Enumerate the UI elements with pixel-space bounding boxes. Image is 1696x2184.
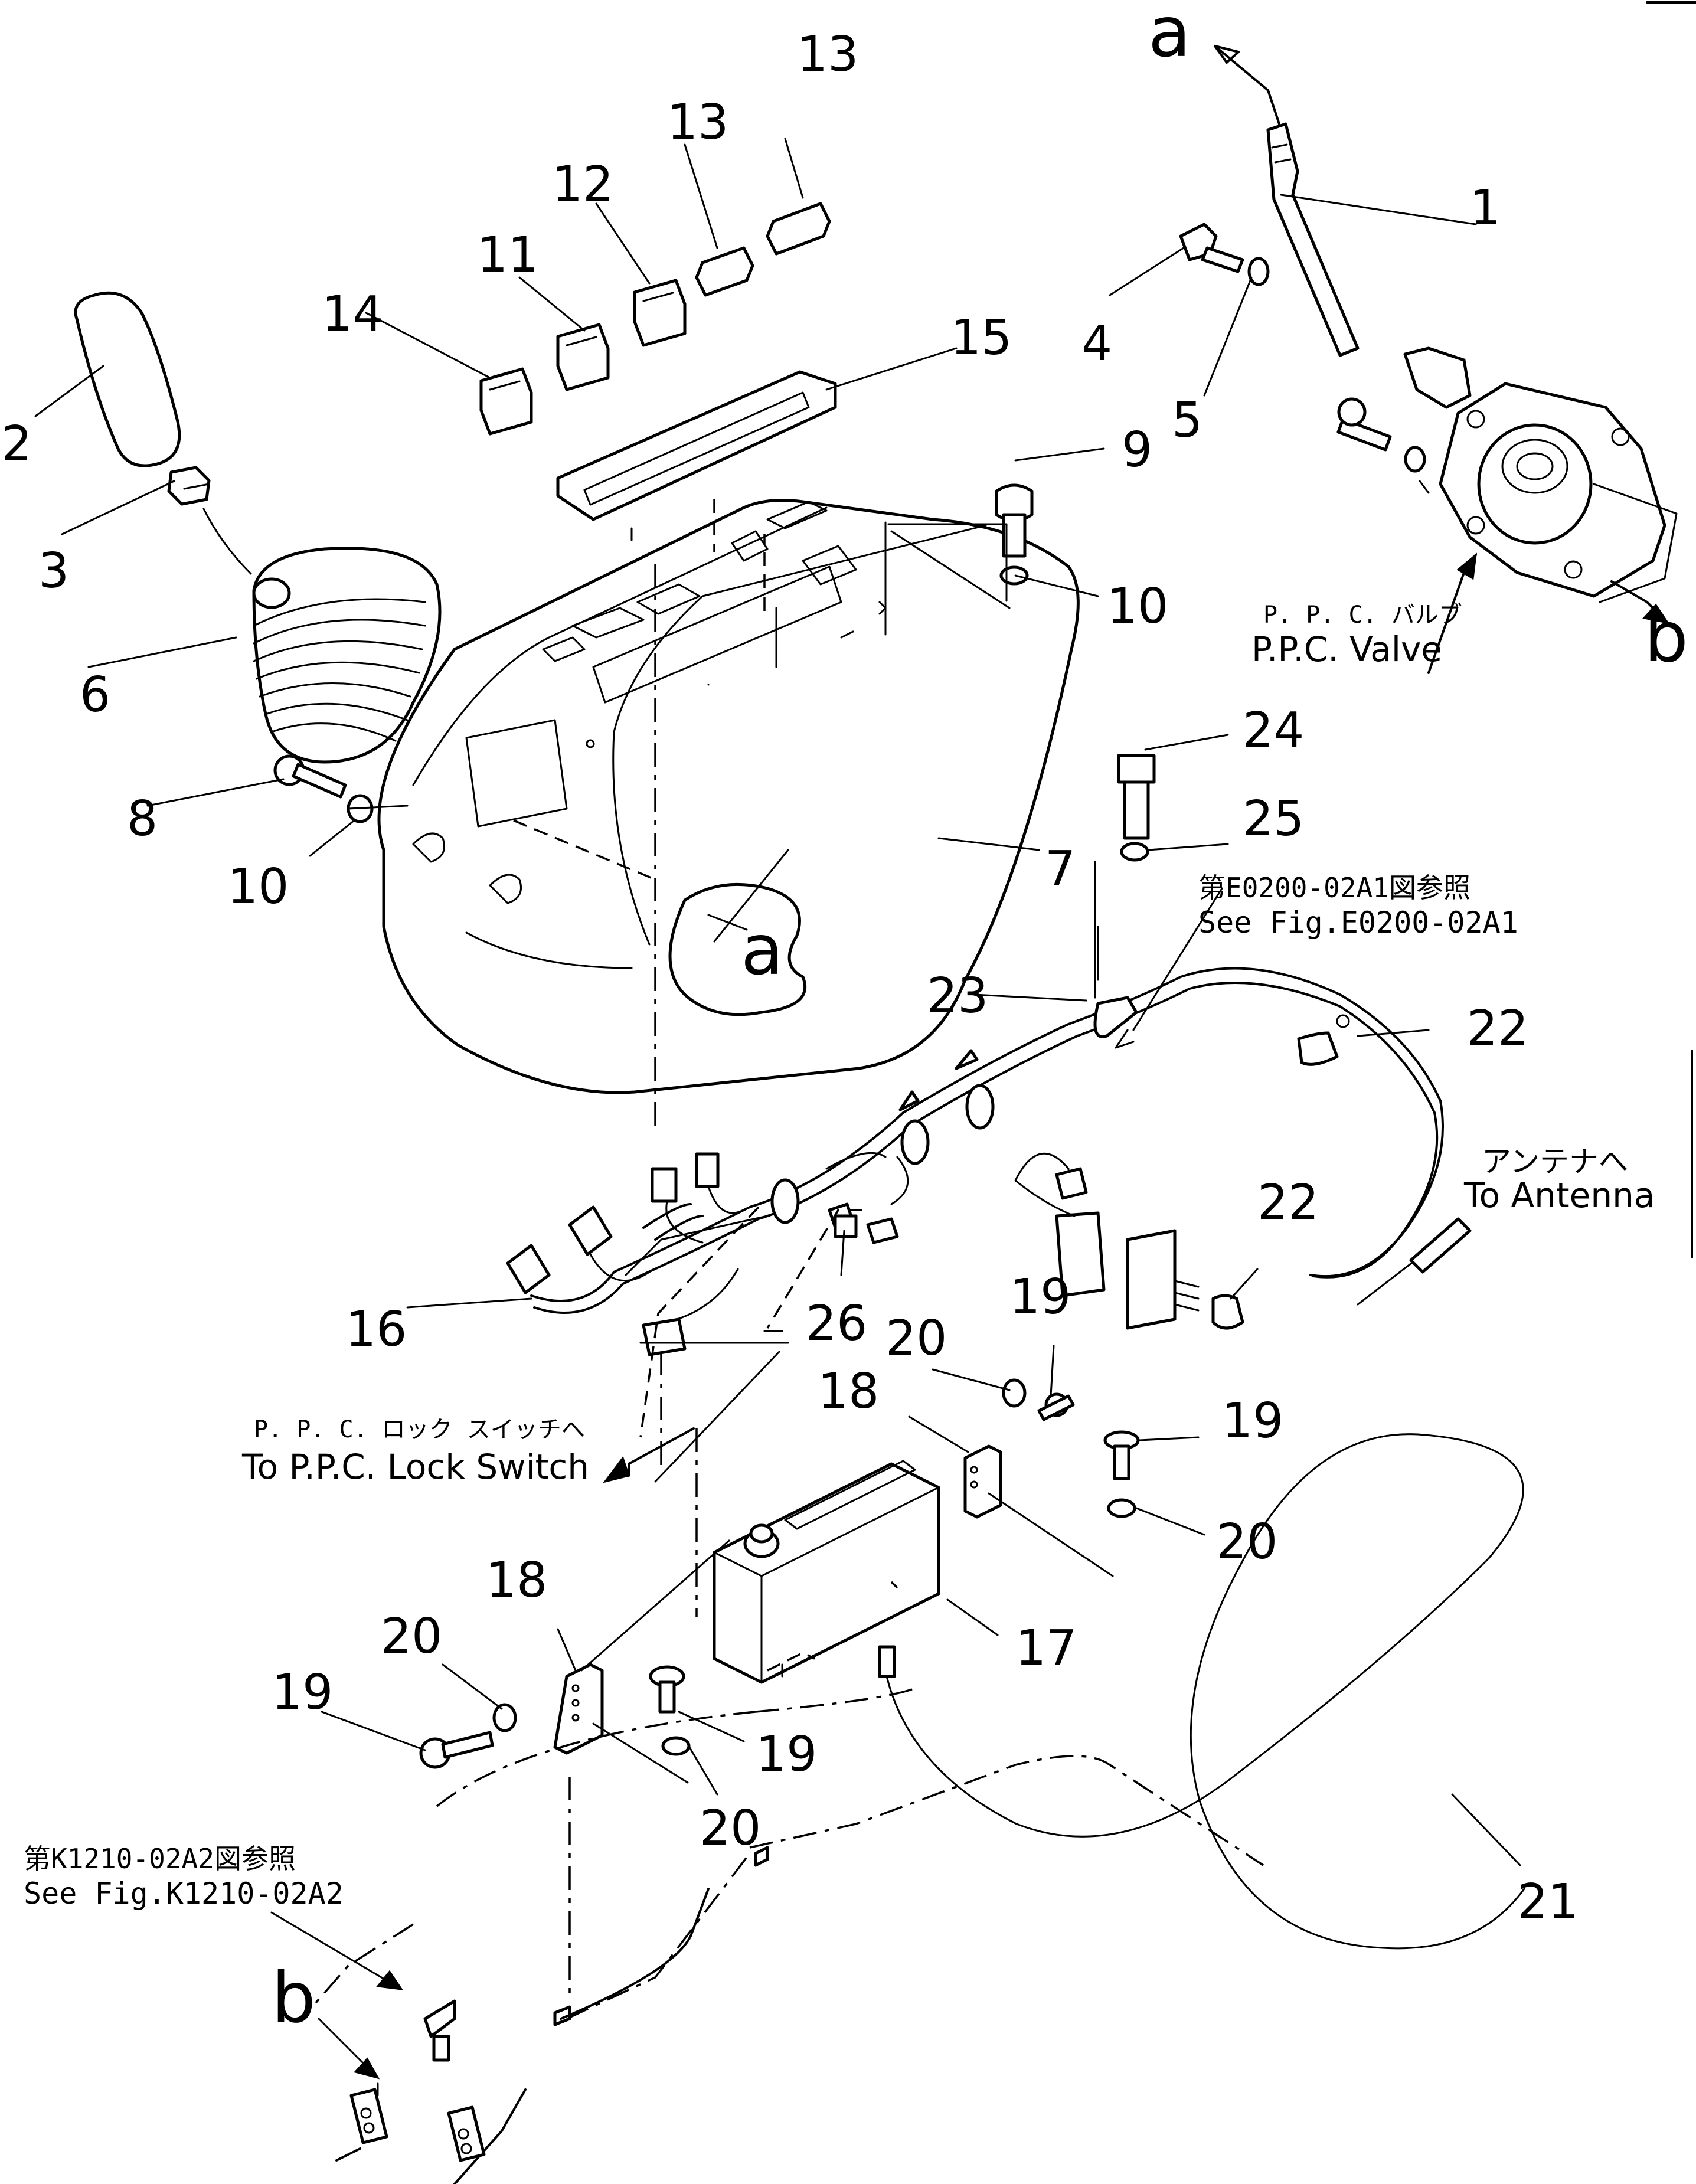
label-part-8: 8 <box>127 791 158 847</box>
label-part-7: 7 <box>1045 841 1076 897</box>
label-part-21: 21 <box>1517 1874 1579 1930</box>
washer-20d <box>661 1736 691 1756</box>
label-part-23: 23 <box>927 968 988 1024</box>
label-part-19a: 19 <box>1009 1269 1071 1325</box>
label-part-13b: 13 <box>797 27 858 83</box>
label-connection-a-body: a <box>741 909 783 990</box>
label-part-14: 14 <box>322 286 383 342</box>
note-antenna-jp: アンテナへ <box>1482 1145 1628 1179</box>
wire-harness <box>506 967 1444 1356</box>
lever-nut <box>167 466 211 506</box>
rocker-switch-11 <box>556 323 610 391</box>
antenna-cable <box>878 1217 1525 1950</box>
label-part-19d: 19 <box>756 1727 817 1783</box>
washer-10-top <box>999 565 1029 586</box>
label-connection-b-valve: b <box>1644 596 1688 678</box>
bracket-18-right <box>963 1444 1002 1519</box>
label-part-22b: 22 <box>1257 1175 1319 1231</box>
switch-bezel <box>556 370 837 541</box>
label-part-18a: 18 <box>818 1364 879 1420</box>
label-part-26: 26 <box>806 1296 867 1352</box>
washer-5 <box>1247 257 1270 286</box>
note-fig-k1210-jp: 第K1210-02A2図参照 <box>24 1843 296 1875</box>
bolt-19b <box>1103 1430 1140 1480</box>
leader-lines <box>34 138 1521 2080</box>
label-part-15: 15 <box>950 310 1012 366</box>
bolt-19c <box>419 1731 494 1769</box>
bolt-9 <box>995 483 1034 558</box>
label-part-9: 9 <box>1122 422 1152 478</box>
note-antenna-en: To Antenna <box>1463 1175 1655 1215</box>
label-part-13a: 13 <box>667 94 728 151</box>
label-part-20d: 20 <box>700 1800 761 1856</box>
bolt-8 <box>273 754 347 799</box>
label-part-5: 5 <box>1172 393 1202 449</box>
note-fig-e0200-jp: 第E0200-02A1図参照 <box>1198 872 1470 904</box>
label-part-18b: 18 <box>486 1552 547 1608</box>
note-lock-switch-jp: P. P. C. ロック スイッチへ <box>254 1416 585 1443</box>
ppc-lever <box>1266 122 1472 409</box>
bolt-19d <box>649 1665 685 1714</box>
note-lock-switch-en: To P.P.C. Lock Switch <box>241 1447 589 1487</box>
note-fig-k1210-en: See Fig.K1210-02A2 <box>24 1876 344 1911</box>
console-cover <box>377 499 1080 1094</box>
note-ppc-valve-jp: P. P. C. バルブ <box>1263 601 1462 629</box>
label-part-1: 1 <box>1470 180 1501 236</box>
label-part-10-left: 10 <box>227 859 289 915</box>
label-part-3: 3 <box>38 543 69 599</box>
label-part-2: 2 <box>1 416 32 472</box>
label-connection-a-top: a <box>1148 0 1191 73</box>
bolt-4 <box>1179 223 1244 273</box>
connection-region-a <box>668 882 807 1016</box>
washer-20a <box>1002 1378 1027 1408</box>
ppc-valve <box>1336 382 1678 603</box>
note-fig-e0200-en: See Fig.E0200-02A1 <box>1198 905 1518 940</box>
label-part-25: 25 <box>1243 791 1304 847</box>
bracket-18-left <box>553 1663 604 1755</box>
label-part-6: 6 <box>80 667 110 723</box>
label-part-17: 17 <box>1015 1620 1077 1676</box>
label-connection-b-floor: b <box>272 1957 316 2038</box>
label-part-11: 11 <box>477 227 538 283</box>
label-part-20c: 20 <box>381 1608 442 1665</box>
label-part-20b: 20 <box>1216 1514 1277 1570</box>
rocker-switch-12 <box>633 279 687 347</box>
floor-frame <box>306 1687 1264 2184</box>
switch-cover-13a <box>695 246 754 297</box>
label-part-24: 24 <box>1243 702 1304 758</box>
switch-cover-13b <box>766 202 831 256</box>
label-part-20a: 20 <box>885 1310 947 1366</box>
label-part-19c: 19 <box>272 1665 333 1721</box>
arrow-a-top <box>1214 45 1281 127</box>
note-ppc-valve-en: P.P.C. Valve <box>1251 629 1442 669</box>
bolt-24 <box>1117 754 1156 840</box>
label-part-10-top: 10 <box>1107 578 1168 635</box>
label-part-12: 12 <box>552 156 613 212</box>
bolt-19a <box>1037 1392 1075 1421</box>
washer-20c <box>492 1703 517 1732</box>
radio-box <box>713 1460 940 1684</box>
lever-boot <box>252 547 442 764</box>
rocker-switch-14 <box>479 367 533 436</box>
washer-25 <box>1120 842 1149 862</box>
washer-20b <box>1107 1498 1136 1518</box>
lever-knob <box>74 291 181 467</box>
label-part-22a: 22 <box>1467 1001 1528 1057</box>
label-part-4: 4 <box>1081 316 1112 372</box>
label-part-19b: 19 <box>1222 1393 1283 1449</box>
label-part-16: 16 <box>345 1302 407 1358</box>
